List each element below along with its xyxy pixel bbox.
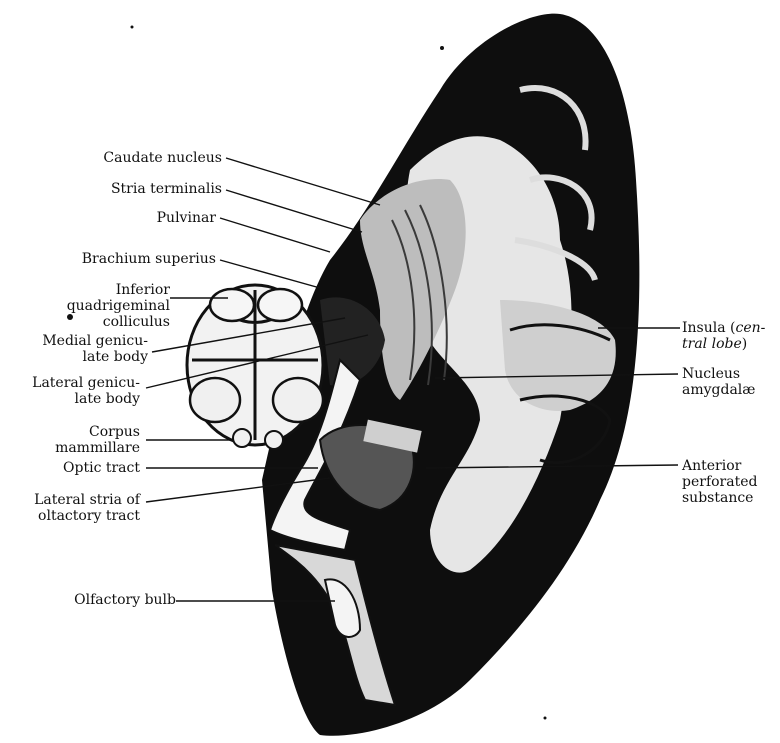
label-insula-main: Insula ( bbox=[682, 320, 735, 336]
crus-right bbox=[273, 378, 323, 422]
label-caudate-nucleus: Caudate nucleus bbox=[103, 150, 222, 166]
label-insula-italic-2: tral lobe bbox=[682, 336, 742, 352]
speck bbox=[131, 26, 134, 29]
leader-caudate-nucleus bbox=[226, 158, 380, 205]
label-nucleus-amygdalae: Nucleus amygdalæ bbox=[682, 366, 755, 398]
mammillary-right bbox=[265, 431, 283, 449]
crus-left bbox=[190, 378, 240, 422]
label-anterior-perforated: Anterior perforated substance bbox=[682, 458, 757, 506]
speck bbox=[440, 46, 444, 50]
label-stria-terminalis: Stria terminalis bbox=[111, 181, 222, 197]
mammillary-left bbox=[233, 429, 251, 447]
leader-pulvinar bbox=[220, 218, 330, 252]
label-olfactory-bulb: Olfactory bulb bbox=[74, 592, 176, 608]
label-optic-tract: Optic tract bbox=[63, 460, 140, 476]
colliculus-right bbox=[258, 289, 302, 321]
leader-brachium-superius bbox=[220, 260, 320, 288]
label-insula: Insula (cen- tral lobe) bbox=[682, 320, 765, 352]
label-brachium-superius: Brachium superius bbox=[82, 251, 216, 267]
label-inferior-colliculus: Inferior quadrigeminal colliculus bbox=[67, 282, 170, 330]
label-insula-close: ) bbox=[742, 336, 747, 352]
label-corpus-mammillare: Corpus mammillare bbox=[55, 424, 140, 456]
label-lateral-geniculate: Lateral genicu- late body bbox=[32, 375, 140, 407]
colliculus-left bbox=[210, 289, 254, 321]
label-medial-geniculate: Medial genicu- late body bbox=[42, 333, 148, 365]
label-lateral-stria: Lateral stria of oltactory tract bbox=[34, 492, 140, 524]
label-insula-italic-1: cen- bbox=[735, 320, 765, 336]
speck bbox=[544, 717, 547, 720]
label-pulvinar: Pulvinar bbox=[157, 210, 216, 226]
